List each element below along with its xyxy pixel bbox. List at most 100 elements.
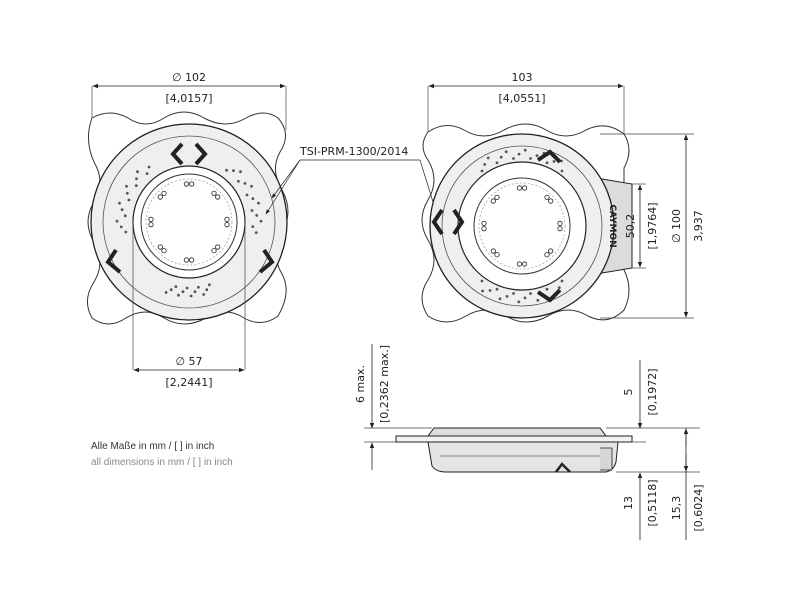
dim-inner-left-in: [2,2441] <box>165 376 212 389</box>
dot-pattern-left <box>115 165 263 298</box>
surface-dot <box>251 225 255 229</box>
surface-dot <box>145 172 149 176</box>
part-callout: TSI-PRM-1300/2014 <box>265 145 439 219</box>
surface-dot <box>119 225 123 229</box>
surface-dot <box>250 209 254 212</box>
clips-right <box>431 149 562 303</box>
surface-dot <box>250 184 253 188</box>
bore-hole <box>481 220 487 226</box>
bore-hole <box>224 222 230 228</box>
side-view: 6 max. [0,2362 max.] 5 [0,1972] 13 [0,51… <box>354 344 705 540</box>
surface-dot <box>125 191 129 195</box>
bore-hole <box>211 248 217 254</box>
units-note-german: Alle Maße in mm / [ ] in inch <box>91 441 215 452</box>
dim-width-left-mm: ∅ 102 <box>172 71 206 84</box>
dim-height-right-mm: ∅ 100 <box>670 209 683 243</box>
surface-dot <box>483 163 487 166</box>
surface-dot <box>523 148 527 152</box>
ring-top-side <box>427 427 607 437</box>
dim-max-in: [0,2362 max.] <box>378 345 391 423</box>
surface-dot <box>135 177 138 181</box>
bore-hole <box>490 198 496 204</box>
surface-dot <box>560 169 564 173</box>
dim-max-mm: 6 max. <box>354 365 367 403</box>
inner-bore-left <box>140 173 238 271</box>
clip-bottom-left <box>105 248 275 274</box>
surface-dot <box>245 193 249 197</box>
bore-hole <box>148 216 154 222</box>
surface-dot <box>125 184 128 188</box>
bore-hole <box>521 261 528 267</box>
surface-dot <box>512 157 515 160</box>
bore-hole <box>148 222 154 228</box>
surface-dot <box>181 290 185 294</box>
surface-dot <box>480 169 484 173</box>
bore-hole <box>157 244 163 250</box>
bore-hole <box>521 185 528 191</box>
surface-dot <box>185 286 189 290</box>
wavy-outline-right <box>421 123 630 323</box>
surface-dot <box>545 161 549 165</box>
bore-hole <box>557 220 563 226</box>
base-plate-side <box>395 435 633 443</box>
surface-dot <box>177 293 180 297</box>
surface-dot <box>202 293 206 296</box>
bore-hole <box>224 216 230 222</box>
surface-dot <box>174 285 178 289</box>
bore-hole <box>183 181 189 187</box>
bore-holes-left <box>148 181 230 263</box>
surface-dot <box>189 294 193 298</box>
surface-dot <box>480 279 484 283</box>
bore-hole <box>494 252 500 258</box>
surface-dot <box>169 288 173 292</box>
top-view-left: ∅ 102 [4,0157] ∅ 57 [2,2441] <box>87 71 289 389</box>
dim-tab-mm: 50,2 <box>624 214 637 239</box>
surface-dot <box>498 297 502 301</box>
surface-dot <box>517 152 521 156</box>
surface-dot <box>512 292 515 295</box>
dim-width-right-mm: 103 <box>512 71 533 84</box>
bore-hole <box>548 248 554 254</box>
dim-total-in: [0,6024] <box>692 484 705 531</box>
bore-hole <box>183 257 189 263</box>
surface-dot <box>255 214 259 217</box>
dim-tab-in: [1,9764] <box>646 202 659 249</box>
dim-total-mm: 15,3 <box>670 496 683 521</box>
bore-hole <box>490 248 496 254</box>
surface-dot <box>535 154 539 158</box>
bore-holes-right <box>481 185 563 267</box>
bore-hole <box>161 248 167 254</box>
bore-hole <box>215 194 221 200</box>
surface-dot <box>536 298 540 302</box>
dim-body-mm: 13 <box>622 496 635 510</box>
surface-dot <box>136 170 139 174</box>
brand-label: CAYMON <box>607 204 617 247</box>
surface-dot <box>523 296 527 300</box>
bore-hole <box>481 226 487 232</box>
dim-body-in: [0,5118] <box>646 479 659 526</box>
bore-hole <box>544 194 550 200</box>
surface-dot <box>225 168 229 172</box>
surface-dot <box>529 157 532 160</box>
surface-dot <box>243 182 247 185</box>
surface-dot <box>118 201 121 205</box>
bore-hole <box>557 226 563 232</box>
surface-dot <box>208 283 211 287</box>
surface-dot <box>254 231 258 235</box>
surface-dot <box>257 201 260 205</box>
dim-top-in: [0,1972] <box>646 368 659 415</box>
surface-dot <box>127 198 131 202</box>
bore-hole <box>548 198 554 204</box>
surface-dot <box>504 150 508 154</box>
dim-top-mm: 5 <box>622 389 635 396</box>
surface-dot <box>505 295 509 298</box>
surface-dot <box>495 161 499 165</box>
surface-dot <box>251 197 255 201</box>
surface-dot <box>123 214 127 218</box>
surface-dot <box>259 219 263 223</box>
bore-hole <box>494 194 500 200</box>
clip-top-left <box>170 142 208 166</box>
bore-hole <box>516 261 523 267</box>
surface-dot <box>115 219 119 223</box>
inner-bore-right <box>473 177 571 275</box>
